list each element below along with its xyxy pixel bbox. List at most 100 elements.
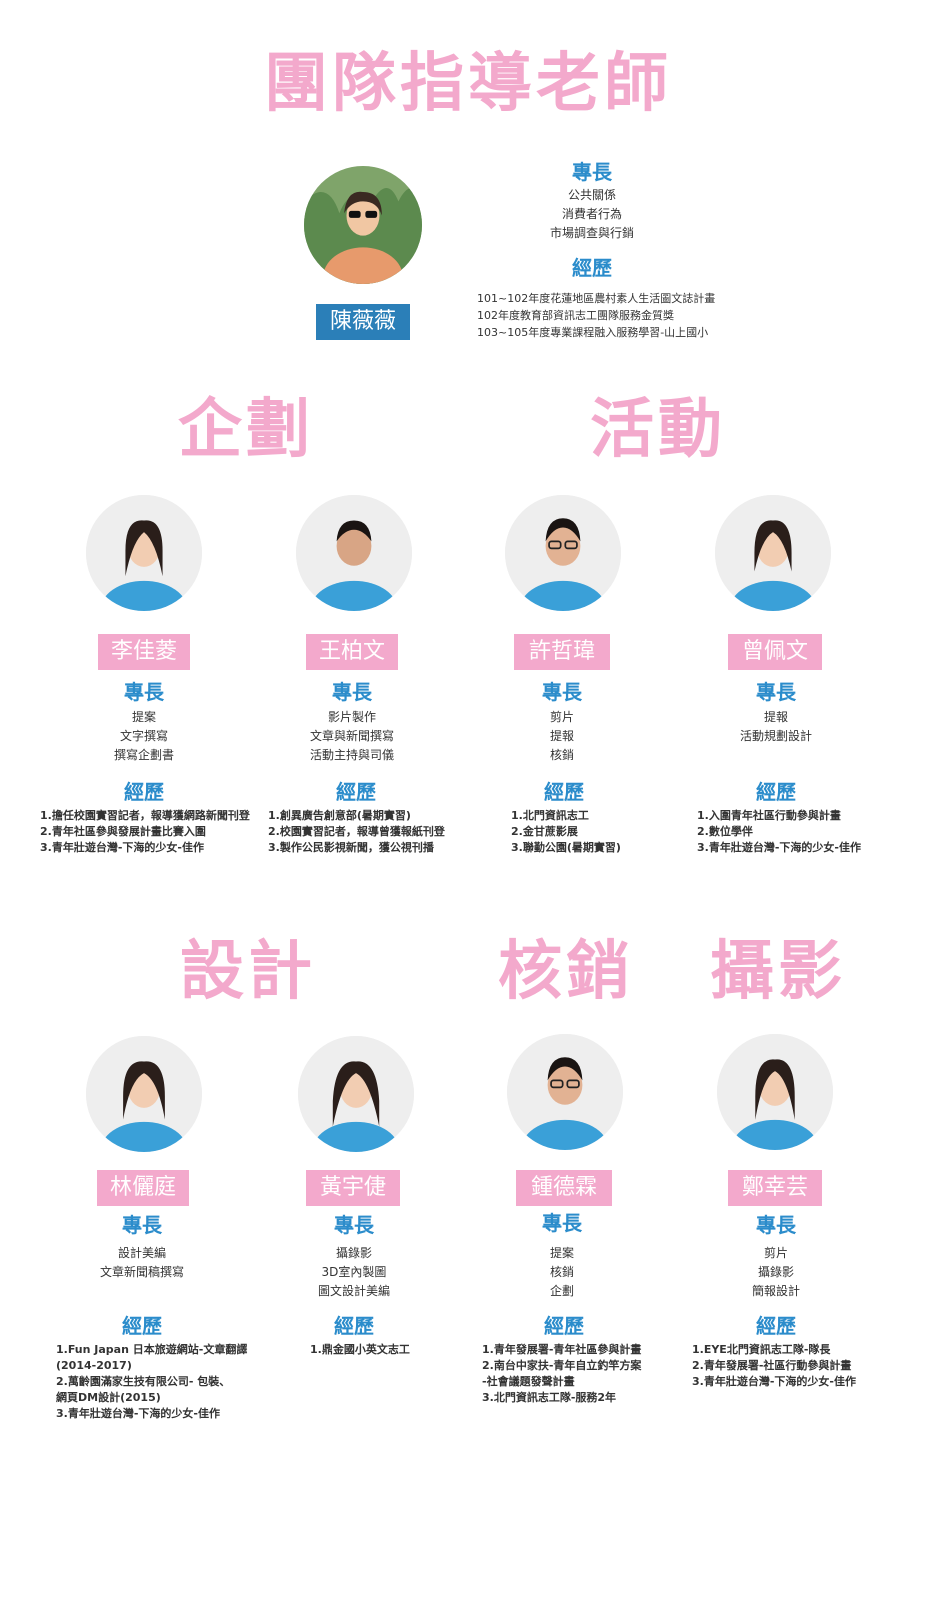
list-item: 剪片 — [549, 710, 574, 724]
expertise-label: 專長 — [122, 1213, 162, 1237]
teacher-avatar — [304, 166, 422, 284]
list-item: 攝錄影 — [757, 1265, 794, 1279]
list-item: 3.聯勤公園(暑期實習) — [511, 841, 621, 854]
list-item: 攝錄影 — [335, 1246, 372, 1260]
list-item: 核銷 — [549, 748, 574, 762]
list-item: 3.青年壯遊台灣-下海的少女-佳作 — [697, 841, 861, 854]
list-item: 1.北門資訊志工 — [511, 809, 589, 822]
experience-list: 1.北門資訊志工 2.金甘蔗影展 3.聯勤公園(暑期實習) — [511, 808, 621, 856]
expertise-list: 提案 核銷 企劃 — [492, 1244, 632, 1301]
list-item: 3.青年壯遊台灣-下海的少女-佳作 — [40, 841, 204, 854]
list-item: 提案 — [131, 710, 156, 724]
expertise-list: 剪片 攝錄影 簡報設計 — [706, 1244, 846, 1301]
section-design-title: 設計 — [180, 935, 316, 1009]
list-item: 撰寫企劃書 — [113, 748, 174, 762]
experience-label: 經歷 — [336, 780, 376, 804]
list-item: 2.校園實習記者，報導曾獲報紙刊登 — [268, 825, 445, 838]
experience-list: 1.擔任校園實習記者，報導獲網路新聞刊登 2.青年社區參與發展計畫比賽入圍 3.… — [40, 808, 250, 856]
list-item: 提報 — [549, 729, 574, 743]
person-photo-icon — [507, 1034, 623, 1150]
member-avatar — [86, 1036, 202, 1152]
list-item: 2.數位學伴 — [697, 825, 753, 838]
member-name: 鍾德霖 — [516, 1170, 612, 1206]
expertise-label: 專長 — [542, 1211, 582, 1235]
list-item: 3.北門資訊志工隊-服務2年 — [482, 1391, 617, 1404]
list-item: 圖文設計美編 — [317, 1284, 390, 1298]
person-photo-icon — [505, 495, 621, 611]
experience-label: 經歷 — [756, 780, 796, 804]
list-item: 3.青年壯遊台灣-下海的少女-佳作 — [692, 1375, 856, 1388]
list-item: 文章與新聞撰寫 — [309, 729, 394, 743]
experience-label: 經歷 — [334, 1314, 374, 1338]
list-item: 剪片 — [763, 1246, 788, 1260]
experience-list: 1.Fun Japan 日本旅遊網站-文章翻譯 (2014-2017) 2.萬齡… — [56, 1342, 247, 1422]
list-item: 活動規劃設計 — [739, 729, 812, 743]
experience-label: 經歷 — [756, 1314, 796, 1338]
member-avatar — [507, 1034, 623, 1150]
member-name: 黃宇倢 — [306, 1170, 400, 1206]
list-item: 1.青年發展署-青年社區參與計畫 — [482, 1343, 642, 1356]
person-photo-icon — [296, 495, 412, 611]
expertise-list: 提報 活動規劃設計 — [706, 708, 846, 746]
expertise-label: 專長 — [334, 1213, 374, 1237]
list-item: 文字撰寫 — [119, 729, 168, 743]
member-name: 王柏文 — [306, 634, 398, 670]
expertise-label: 專長 — [332, 680, 372, 704]
list-item: 2.萬齡園滿家生技有限公司- 包裝、 — [56, 1375, 231, 1388]
expertise-label: 專長 — [542, 680, 582, 704]
section-planning-title: 企劃 — [178, 393, 314, 467]
list-item: 提報 — [763, 710, 788, 724]
person-photo-icon — [304, 166, 422, 284]
member-avatar — [715, 495, 831, 611]
list-item: 1.鼎金國小英文志工 — [310, 1343, 410, 1356]
experience-list: 1.入圍青年社區行動參與計畫 2.數位學伴 3.青年壯遊台灣-下海的少女-佳作 — [697, 808, 861, 856]
section-photography-title: 攝影 — [710, 935, 846, 1009]
experience-list: 1.創異廣告創意部(暑期實習) 2.校園實習記者，報導曾獲報紙刊登 3.製作公民… — [268, 808, 445, 856]
teacher-name: 陳薇薇 — [316, 304, 410, 340]
member-avatar — [86, 495, 202, 611]
member-name: 鄭幸芸 — [728, 1170, 822, 1206]
teacher-experience-label: 經歷 — [572, 256, 612, 280]
member-name: 許哲瑋 — [514, 634, 610, 670]
list-item: 網頁DM設計(2015) — [56, 1391, 161, 1404]
page-title: 團隊指導老師 — [264, 47, 672, 121]
list-item: 101~102年度花蓮地區農村素人生活圖文誌計畫 — [477, 292, 716, 305]
section-accounting-title: 核銷 — [498, 935, 634, 1009]
expertise-list: 剪片 提報 核銷 — [492, 708, 632, 765]
list-item: 2.金甘蔗影展 — [511, 825, 578, 838]
expertise-label: 專長 — [756, 1213, 796, 1237]
member-name: 林儷庭 — [97, 1170, 189, 1206]
list-item: (2014-2017) — [56, 1359, 132, 1372]
teacher-expertise-label: 專長 — [572, 160, 612, 184]
experience-label: 經歷 — [124, 780, 164, 804]
experience-list: 1.EYE北門資訊志工隊-隊長 2.青年發展署-社區行動參與計畫 3.青年壯遊台… — [692, 1342, 856, 1390]
list-item: 103~105年度專業課程融入服務學習-山上國小 — [477, 326, 709, 339]
experience-label: 經歷 — [122, 1314, 162, 1338]
teacher-experience-list: 101~102年度花蓮地區農村素人生活圖文誌計畫 102年度教育部資訊志工團隊服… — [477, 290, 715, 341]
list-item: 1.入圍青年社區行動參與計畫 — [697, 809, 841, 822]
person-photo-icon — [717, 1034, 833, 1150]
member-name: 李佳菱 — [98, 634, 190, 670]
list-item: 3D室內製圖 — [321, 1265, 387, 1279]
person-photo-icon — [86, 1036, 202, 1152]
experience-list: 1.青年發展署-青年社區參與計畫 2.南台中家扶-青年自立釣竿方案 -社會議題發… — [482, 1342, 641, 1406]
expertise-list: 影片製作 文章與新聞撰寫 活動主持與司儀 — [282, 708, 422, 765]
list-item: 核銷 — [549, 1265, 574, 1279]
experience-label: 經歷 — [544, 1314, 584, 1338]
list-item: -社會議題發聲計畫 — [482, 1375, 575, 1388]
list-item: 設計美編 — [117, 1246, 166, 1260]
list-item: 提案 — [549, 1246, 574, 1260]
expertise-label: 專長 — [756, 680, 796, 704]
experience-list: 1.鼎金國小英文志工 — [310, 1342, 410, 1358]
section-activity-title: 活動 — [590, 393, 726, 467]
member-avatar — [296, 495, 412, 611]
list-item: 簡報設計 — [751, 1284, 800, 1298]
list-item: 1.創異廣告創意部(暑期實習) — [268, 809, 411, 822]
list-item: 市場調查與行銷 — [549, 226, 634, 240]
member-avatar — [505, 495, 621, 611]
teacher-expertise-list: 公共關係 消費者行為 市場調查與行銷 — [522, 186, 662, 243]
member-avatar — [717, 1034, 833, 1150]
list-item: 2.青年發展署-社區行動參與計畫 — [692, 1359, 852, 1372]
list-item: 企劃 — [549, 1284, 574, 1298]
expertise-list: 提案 文字撰寫 撰寫企劃書 — [74, 708, 214, 765]
